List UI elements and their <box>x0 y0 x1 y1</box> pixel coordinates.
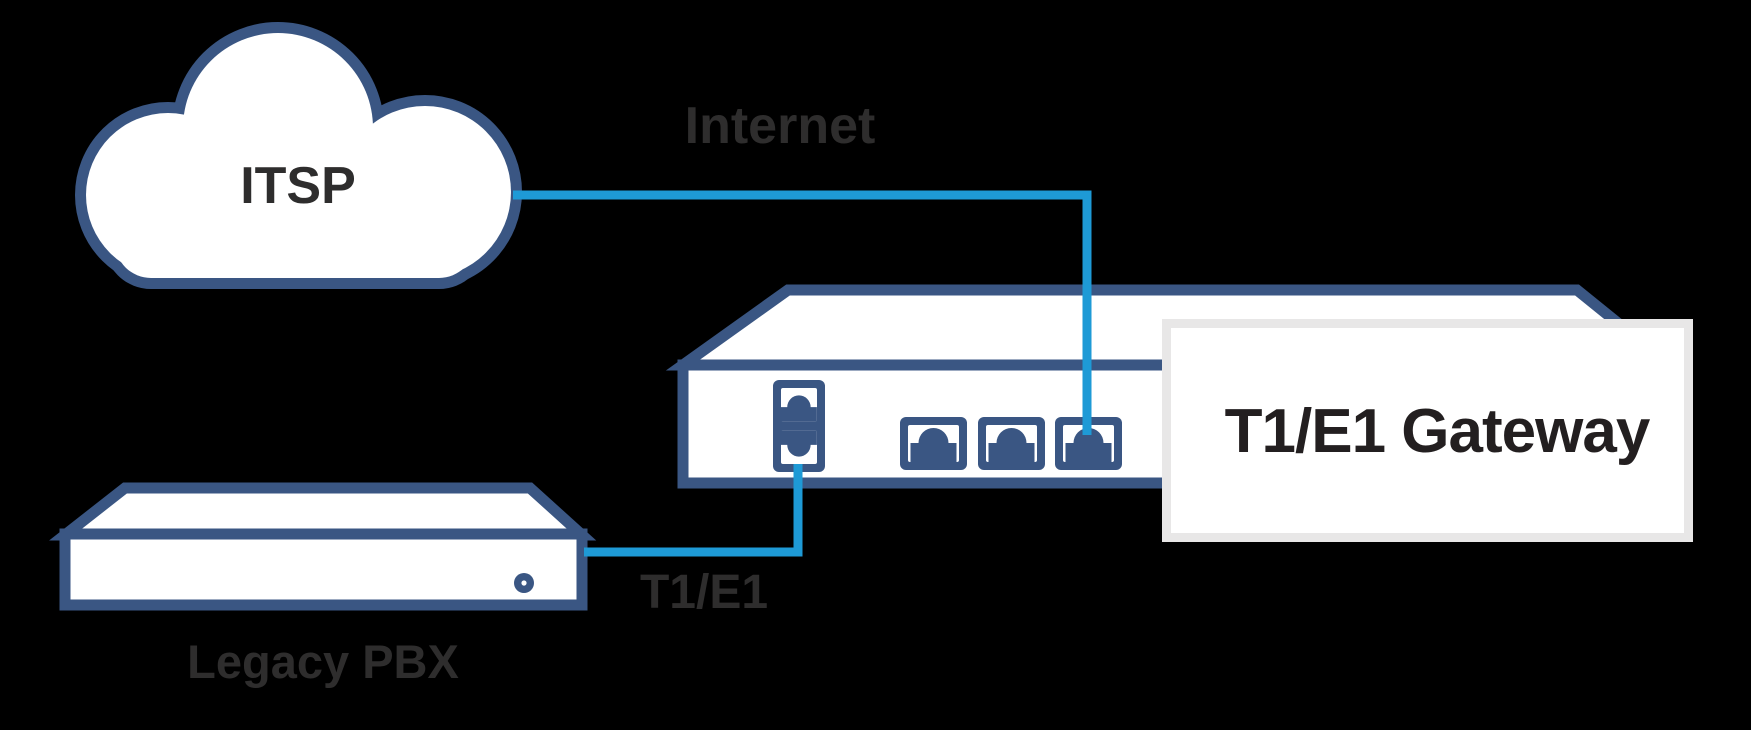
t1e1-connection-label: T1/E1 <box>640 566 768 619</box>
rj45-port-icon <box>1055 417 1122 470</box>
itsp-cloud-node <box>75 22 522 289</box>
legacy-pbx-label: Legacy PBX <box>187 635 459 688</box>
pbx-top-face <box>49 482 597 541</box>
gateway-dual-port <box>773 380 825 472</box>
cloud-shape <box>75 22 522 289</box>
gateway-lan-ports <box>900 417 1122 470</box>
internet-connection-line <box>513 190 1092 435</box>
pbx-front-face <box>59 528 588 611</box>
gateway-callout: T1/E1 Gateway <box>1162 319 1693 542</box>
led-indicator-dot <box>521 580 527 586</box>
rj45-port-icon <box>900 417 967 470</box>
t1e1-connection-line <box>584 464 803 557</box>
itsp-label: ITSP <box>240 157 356 215</box>
internet-connection-label: Internet <box>685 97 876 155</box>
gateway-label: T1/E1 Gateway <box>1225 397 1651 466</box>
gateway-callout-box <box>1162 319 1693 542</box>
legacy-pbx-node <box>49 482 597 611</box>
rj45-port-icon <box>978 417 1045 470</box>
